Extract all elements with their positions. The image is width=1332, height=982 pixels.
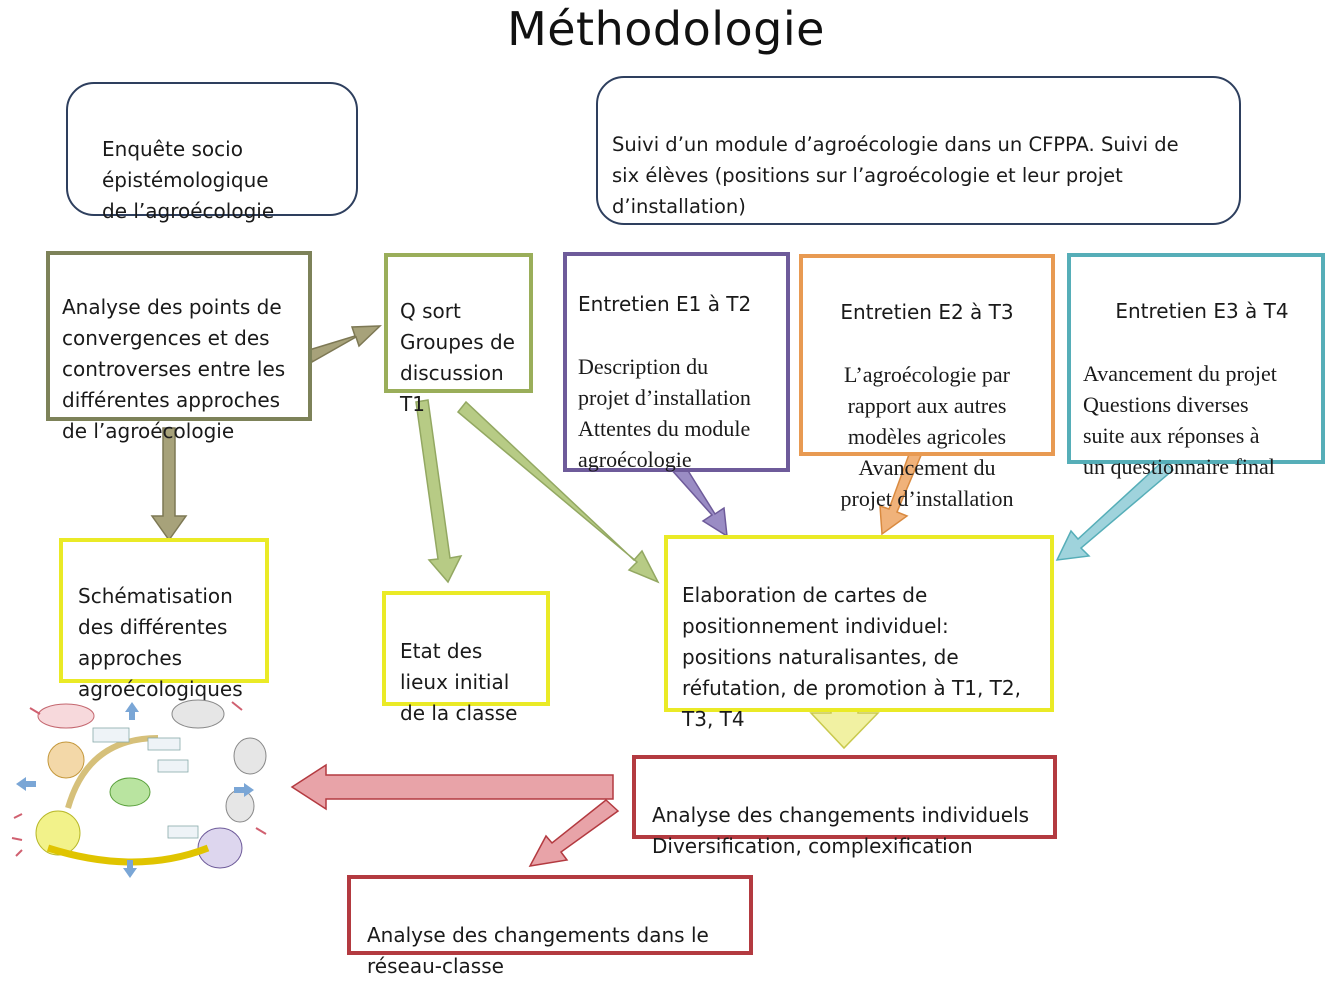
box-etat-des-lieux: Etat des lieux initial de la classe [382, 591, 550, 725]
etat-text: Etat des lieux initial de la classe [400, 639, 518, 725]
box-suivi-module: Suivi d’un module d’agroécologie dans un… [596, 76, 1241, 225]
elaboration-text: Elaboration de cartes de positionnement … [682, 583, 1021, 731]
suivi-text: Suivi d’un module d’agroécologie dans un… [612, 133, 1179, 218]
box-analyse-points: Analyse des points de convergences et de… [46, 251, 312, 443]
box-qsort: Q sort Groupes de discussion T1 [384, 253, 533, 416]
box-schematisation: Schématisation des différentes approches… [59, 538, 269, 701]
e1-body: Description du projet d’installation Att… [578, 354, 751, 472]
e2-body: L’agroécologie par rapport aux autres mo… [840, 362, 1014, 511]
schematic-thumbnail [11, 699, 267, 878]
enquete-text: Enquête socio épistémologique de l’agroé… [102, 137, 275, 223]
e3-body: Avancement du projet Questions diverses … [1083, 361, 1277, 479]
box-entretien-e3: Entretien E3 à T4 Avancement du projet Q… [1067, 253, 1325, 479]
qsort-text: Q sort Groupes de discussion T1 [400, 299, 515, 416]
changements-reseau-text: Analyse des changements dans le réseau-c… [367, 923, 709, 978]
box-changements-individuels: Analyse des changements individuels Dive… [632, 755, 1057, 858]
arrow-qsort-to-elaboration [456, 400, 660, 584]
e2-heading: Entretien E2 à T3 [840, 300, 1014, 324]
arrow-analyse-to-schema [150, 427, 188, 542]
arrow-changements-to-thumbnail [290, 763, 614, 811]
box-elaboration-cartes: Elaboration de cartes de positionnement … [664, 535, 1054, 731]
connector-layer [150, 325, 1175, 867]
arrow-changements-to-reseau [528, 799, 620, 867]
arrow-analyse-to-qsort [308, 325, 382, 364]
analyse-points-text: Analyse des points de convergences et de… [62, 295, 286, 443]
box-changements-reseau: Analyse des changements dans le réseau-c… [347, 875, 753, 978]
schematisation-text: Schématisation des différentes approches… [78, 584, 243, 701]
diagram-title: Méthodologie [507, 2, 825, 56]
box-enquete: Enquête socio épistémologique de l’agroé… [66, 82, 358, 223]
changements-indiv-text: Analyse des changements individuels Dive… [652, 803, 1030, 858]
methodology-diagram: Méthodologie Enquête socio épistémologiq… [11, 2, 1325, 978]
box-entretien-e2: Entretien E2 à T3 L’agroécologie par rap… [799, 254, 1055, 511]
arrow-e3-to-elaboration [1055, 459, 1175, 561]
arrow-qsort-to-etat [415, 399, 463, 584]
e1-heading: Entretien E1 à T2 [578, 292, 752, 316]
arrow-e2-to-elaboration [879, 448, 923, 536]
e3-heading: Entretien E3 à T4 [1115, 299, 1289, 323]
box-entretien-e1: Entretien E1 à T2 Description du projet … [563, 252, 790, 472]
